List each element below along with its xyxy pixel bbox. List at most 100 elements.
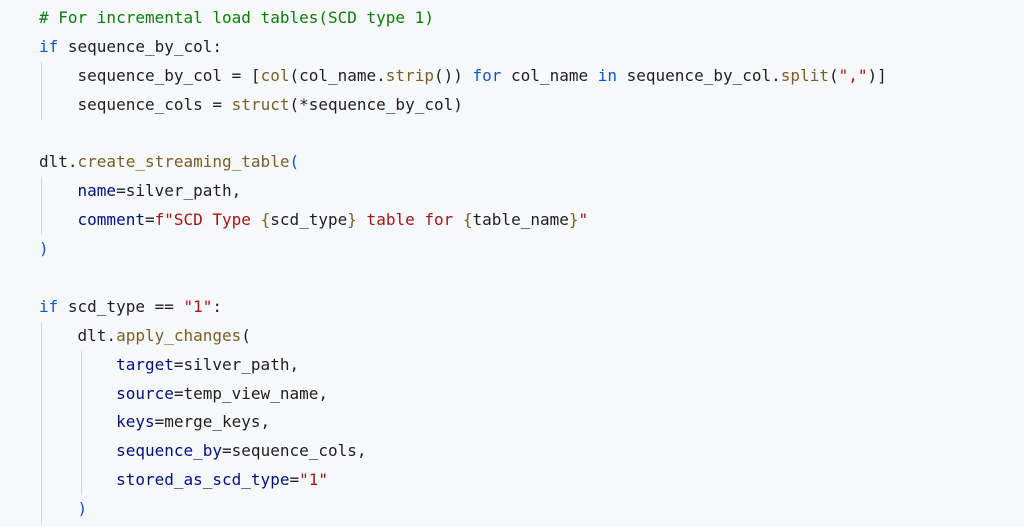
- indent-guide: [41, 321, 42, 351]
- code-token: sequence_by_col:: [58, 36, 223, 56]
- code-line: name=silver_path,: [39, 177, 1024, 207]
- indent-guide: [41, 408, 42, 438]
- code-token: :: [212, 296, 223, 316]
- code-token: target: [116, 354, 174, 374]
- code-token: source: [116, 383, 174, 403]
- code-line: target=silver_path,: [39, 350, 1024, 380]
- code-token: in: [597, 65, 617, 85]
- indent-guide: [41, 350, 42, 380]
- code-token: create_streaming_table: [77, 152, 290, 172]
- code-token: ": [578, 210, 589, 230]
- code-token: if: [39, 36, 59, 56]
- code-line: keys=merge_keys,: [39, 408, 1024, 438]
- indent-guide: [41, 206, 42, 236]
- indent-guide: [41, 466, 42, 496]
- code-token: struct: [231, 94, 290, 114]
- indent-space: [39, 470, 116, 489]
- code-token: =sequence_cols,: [222, 441, 367, 461]
- code-token: ): [39, 239, 49, 259]
- code-token: strip: [385, 65, 434, 85]
- indent-guide: [41, 379, 42, 409]
- code-token: f"SCD Type: [154, 210, 261, 230]
- code-token: (*sequence_by_col): [289, 94, 463, 114]
- indent-space: [39, 181, 78, 200]
- code-token: ()): [433, 65, 473, 85]
- code-token: =: [144, 210, 155, 230]
- code-token: col_name: [501, 65, 598, 85]
- indent-space: [39, 499, 78, 518]
- code-token: {: [260, 210, 271, 230]
- indent-guide: [41, 90, 42, 120]
- code-token: scd_type ==: [58, 296, 184, 316]
- code-line: dlt.apply_changes(: [39, 321, 1024, 351]
- code-token: apply_changes: [116, 325, 242, 345]
- indent-guide: [41, 61, 42, 91]
- code-token: sequence_by_col.: [617, 65, 781, 85]
- indent-guide: [41, 177, 42, 207]
- indent-space: [39, 210, 78, 229]
- code-token: stored_as_scd_type: [116, 470, 290, 490]
- indent-space: [39, 412, 116, 431]
- indent-space: [39, 441, 116, 460]
- indent-guide: [81, 379, 82, 409]
- code-token: (: [289, 152, 300, 172]
- code-token: keys: [116, 412, 155, 432]
- code-line: sequence_by_col = [col(col_name.strip())…: [39, 61, 1024, 91]
- code-line: [39, 120, 1024, 149]
- indent-guide: [81, 350, 82, 380]
- code-token: comment: [77, 210, 145, 230]
- code-line: if scd_type == "1":: [39, 293, 1024, 322]
- code-token: )]: [867, 65, 887, 85]
- code-token: = [: [222, 65, 261, 85]
- code-token: {: [462, 210, 473, 230]
- code-token: "1": [183, 296, 213, 316]
- code-token: # For incremental load tables(SCD type 1…: [39, 8, 434, 27]
- indent-space: [39, 66, 78, 85]
- indent-guide: [41, 437, 42, 467]
- code-line: source=temp_view_name,: [39, 379, 1024, 409]
- code-token: =temp_view_name,: [173, 383, 328, 403]
- code-token: ): [77, 499, 88, 519]
- code-token: table for: [356, 210, 463, 230]
- code-line: [39, 264, 1024, 293]
- code-token: for: [472, 65, 502, 85]
- code-token: table_name: [472, 210, 569, 230]
- code-token: =: [202, 94, 232, 114]
- code-token: =silver_path,: [116, 181, 242, 201]
- indent-space: [39, 95, 78, 114]
- indent-space: [39, 326, 78, 345]
- indent-guide: [81, 408, 82, 438]
- code-token: sequence_cols: [77, 94, 203, 114]
- code-token: sequence_by: [116, 441, 223, 461]
- code-token: }: [568, 210, 579, 230]
- code-line: ): [39, 495, 1024, 525]
- indent-space: [39, 384, 116, 403]
- indent-guide: [81, 437, 82, 467]
- code-line: sequence_by=sequence_cols,: [39, 437, 1024, 467]
- indent-guide: [41, 495, 42, 525]
- indent-space: [39, 355, 116, 374]
- code-line: ): [39, 235, 1024, 264]
- code-line: stored_as_scd_type="1": [39, 466, 1024, 496]
- code-token: (col_name.: [289, 65, 386, 85]
- code-line: comment=f"SCD Type {scd_type} table for …: [39, 206, 1024, 236]
- code-token: "1": [299, 470, 328, 490]
- indent-guide: [81, 466, 82, 496]
- code-token: split: [780, 65, 829, 85]
- code-token: =silver_path,: [173, 354, 300, 374]
- code-token: dlt.: [77, 325, 117, 345]
- code-token: ",": [838, 65, 868, 85]
- code-token: col: [260, 65, 290, 85]
- code-token: scd_type: [270, 210, 348, 230]
- code-line: dlt.create_streaming_table(: [39, 148, 1024, 177]
- code-token: dlt.: [39, 152, 78, 172]
- code-token: =merge_keys,: [154, 412, 271, 432]
- code-token: }: [347, 210, 357, 230]
- code-token: (: [828, 65, 839, 85]
- code-token: name: [77, 181, 117, 201]
- code-line: # For incremental load tables(SCD type 1…: [39, 4, 1024, 33]
- code-line: sequence_cols = struct(*sequence_by_col): [39, 90, 1024, 120]
- code-line: if sequence_by_col:: [39, 33, 1024, 62]
- code-token: =: [289, 470, 300, 490]
